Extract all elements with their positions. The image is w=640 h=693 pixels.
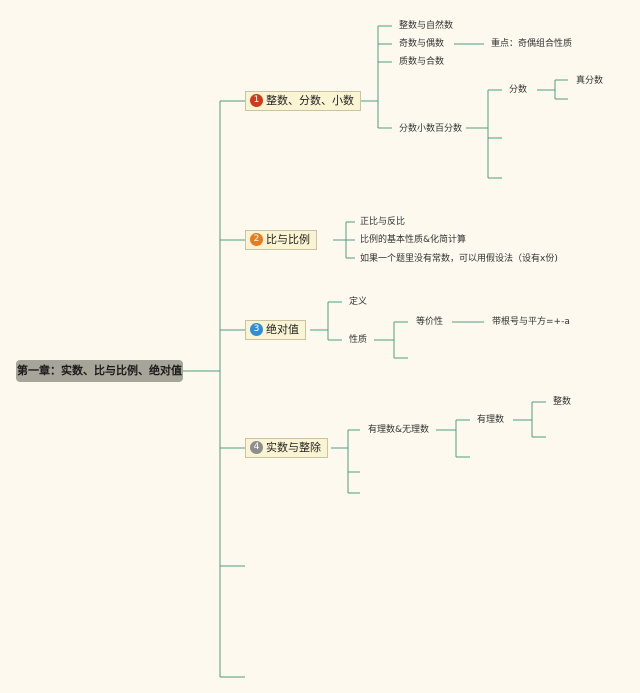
number-badge: 1 xyxy=(250,93,263,107)
node-definition[interactable]: 定义 xyxy=(349,297,368,307)
node-sqrt-square[interactable]: 带根号与平方=+-a xyxy=(492,317,570,327)
root-node[interactable]: 第一章：实数、比与比例、绝对值 xyxy=(16,360,183,382)
node-fraction-decimal-percent[interactable]: 分数小数百分数 xyxy=(399,124,463,134)
number-badge: 4 xyxy=(250,440,263,454)
node-integers-naturals[interactable]: 整数与自然数 xyxy=(399,21,454,31)
node-proper-fraction[interactable]: 真分数 xyxy=(576,76,604,86)
topic-label: 绝对值 xyxy=(266,323,299,336)
node-integer[interactable]: 整数 xyxy=(553,397,572,407)
node-rational[interactable]: 有理数 xyxy=(477,415,505,425)
node-ratio-properties[interactable]: 比例的基本性质&化简计算 xyxy=(360,235,467,245)
topic-label: 实数与整除 xyxy=(266,441,321,454)
node-odd-even[interactable]: 奇数与偶数 xyxy=(399,39,445,49)
node-property[interactable]: 性质 xyxy=(349,335,368,345)
node-equivalence[interactable]: 等价性 xyxy=(416,317,444,327)
node-odd-even-note[interactable]: 重点：奇偶组合性质 xyxy=(491,39,573,49)
node-assumption-method[interactable]: 如果一个题里没有常数，可以用假设法（设有x份) xyxy=(360,254,558,264)
node-prime-composite[interactable]: 质数与合数 xyxy=(399,57,445,67)
topic-label: 整数、分数、小数 xyxy=(266,94,354,107)
topic-label: 比与比例 xyxy=(266,233,310,246)
number-badge: 2 xyxy=(250,232,263,246)
number-badge: 3 xyxy=(250,322,263,336)
node-direct-inverse[interactable]: 正比与反比 xyxy=(360,217,406,227)
node-rational-irrational[interactable]: 有理数&无理数 xyxy=(368,425,430,435)
node-fraction[interactable]: 分数 xyxy=(509,85,528,95)
